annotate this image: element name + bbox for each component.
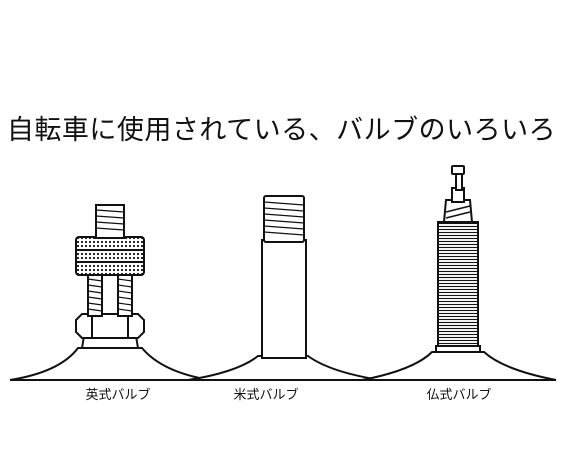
page-title: 自転車に使用されている、バルブのいろいろ bbox=[6, 115, 557, 146]
french-valve-label: 仏式バルブ bbox=[426, 388, 492, 403]
american-valve-icon bbox=[187, 195, 381, 381]
american-valve-label: 米式バルブ bbox=[233, 388, 299, 403]
english-valve-label: 英式バルブ bbox=[85, 388, 151, 403]
french-valve-icon bbox=[361, 165, 557, 381]
english-valve-icon bbox=[9, 204, 211, 381]
